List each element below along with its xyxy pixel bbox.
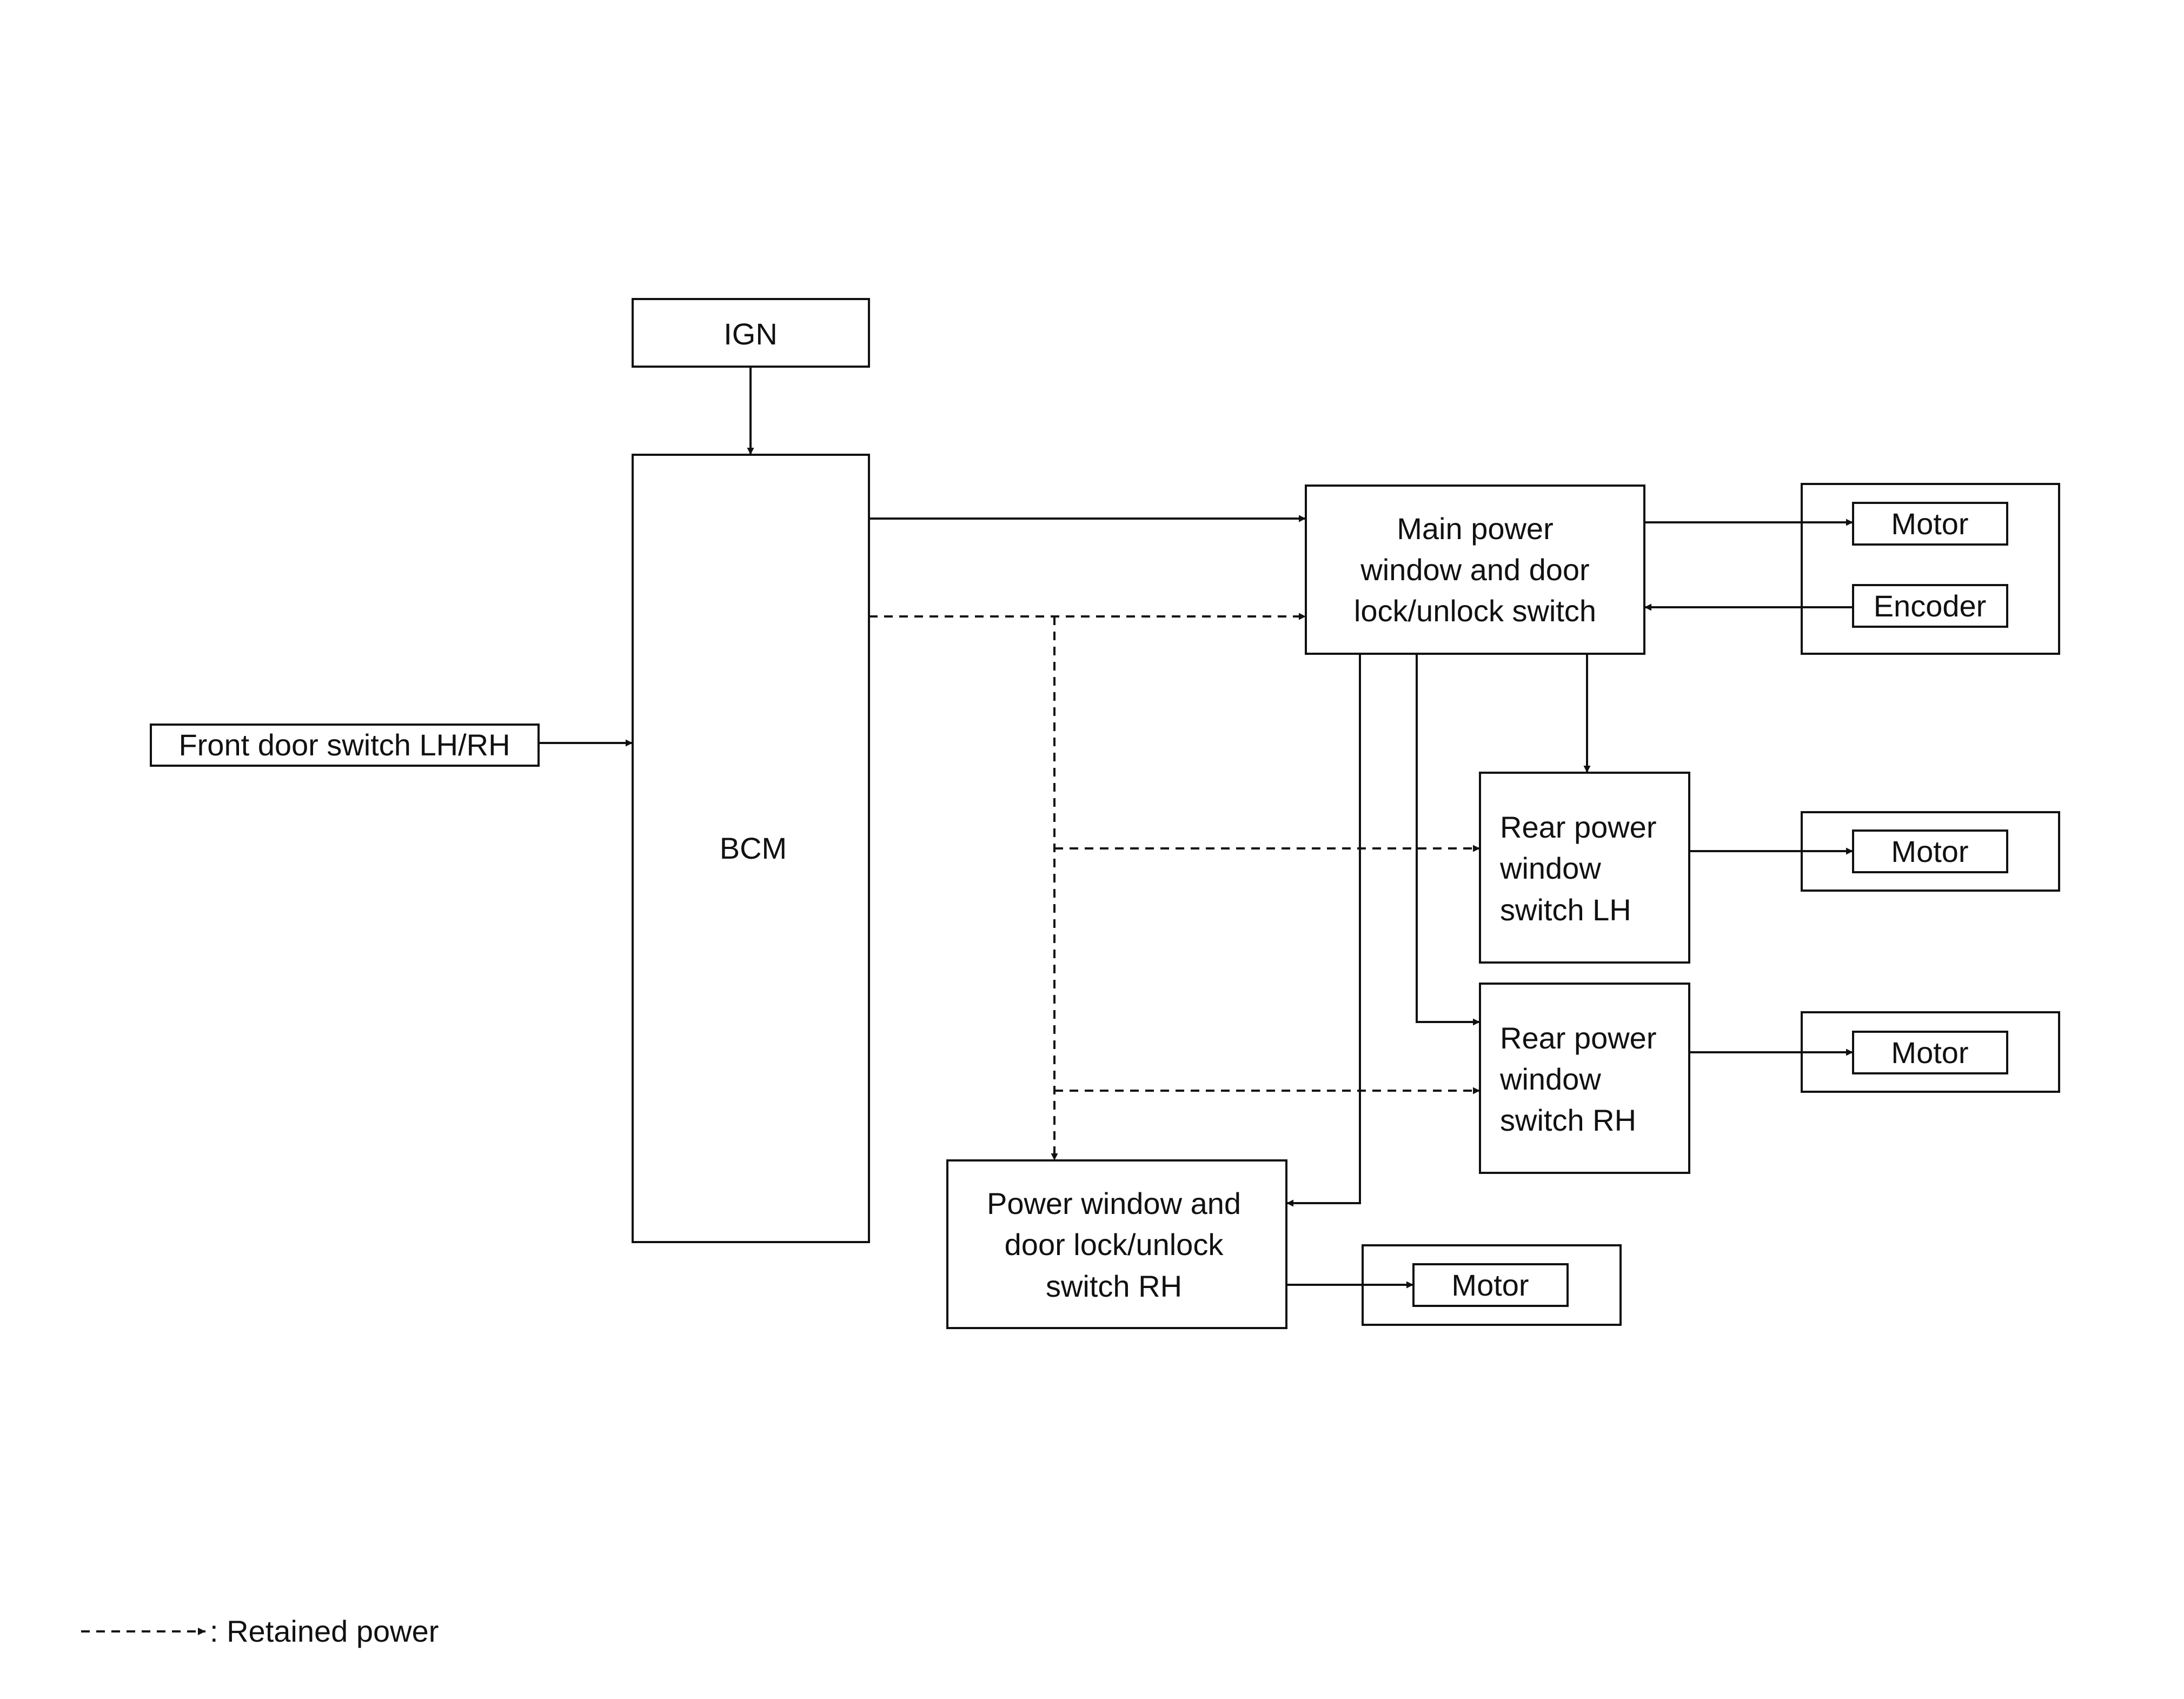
encoder-block: Encoder bbox=[1852, 584, 2008, 628]
encoder-label: Encoder bbox=[1874, 589, 1987, 623]
pw-rh-label-1: Power window and bbox=[987, 1186, 1241, 1220]
rear-rh-switch-block: Rear power window switch RH bbox=[1479, 983, 1690, 1174]
legend-text: : Retained power bbox=[210, 1614, 439, 1648]
motor-rear-lh-label: Motor bbox=[1891, 834, 1968, 868]
pw-rh-label-2: door lock/unlock bbox=[1005, 1227, 1224, 1262]
pw-rh-label-3: switch RH bbox=[1046, 1269, 1182, 1303]
main-switch-block: Main power window and door lock/unlock s… bbox=[1305, 485, 1645, 655]
motor-rear-rh-block: Motor bbox=[1852, 1031, 2008, 1074]
rear-lh-switch-block: Rear power window switch LH bbox=[1479, 772, 1690, 964]
ign-label: IGN bbox=[723, 317, 778, 351]
pw-rh-switch-block: Power window and door lock/unlock switch… bbox=[946, 1159, 1287, 1329]
rear-rh-label-3: switch RH bbox=[1500, 1103, 1636, 1137]
motor-pw-rh-block: Motor bbox=[1412, 1263, 1569, 1307]
motor-main-label: Motor bbox=[1891, 507, 1968, 541]
main-switch-label-2: window and door bbox=[1360, 553, 1589, 587]
rear-rh-label-2: window bbox=[1499, 1062, 1601, 1096]
main-switch-label-1: Main power bbox=[1397, 512, 1553, 546]
front-door-switch-label: Front door switch LH/RH bbox=[178, 728, 510, 762]
motor-rear-rh-label: Motor bbox=[1891, 1036, 1968, 1070]
rear-lh-label-2: window bbox=[1499, 851, 1601, 885]
rear-lh-label-3: switch LH bbox=[1500, 893, 1631, 927]
main-switch-to-rear-rh-arrow bbox=[1416, 654, 1480, 1026]
legend: : Retained power bbox=[81, 1614, 439, 1648]
motor-main-block: Motor bbox=[1852, 502, 2008, 546]
bcm-label: BCM bbox=[720, 831, 787, 865]
bcm-block: BCM bbox=[632, 454, 870, 1243]
ign-block: IGN bbox=[632, 298, 870, 368]
front-door-switch-block: Front door switch LH/RH bbox=[150, 724, 540, 767]
motor-pw-rh-group: Motor bbox=[1362, 1244, 1622, 1326]
motor-pw-rh-label: Motor bbox=[1451, 1268, 1529, 1302]
rear-lh-label-1: Rear power bbox=[1500, 810, 1656, 844]
main-switch-to-pw-rh-arrow bbox=[1286, 654, 1361, 1207]
main-switch-label-3: lock/unlock switch bbox=[1354, 594, 1596, 628]
motor-rear-lh-block: Motor bbox=[1852, 829, 2008, 873]
rear-rh-label-1: Rear power bbox=[1500, 1021, 1656, 1055]
motor-encoder-group: Motor Encoder bbox=[1801, 483, 2060, 655]
